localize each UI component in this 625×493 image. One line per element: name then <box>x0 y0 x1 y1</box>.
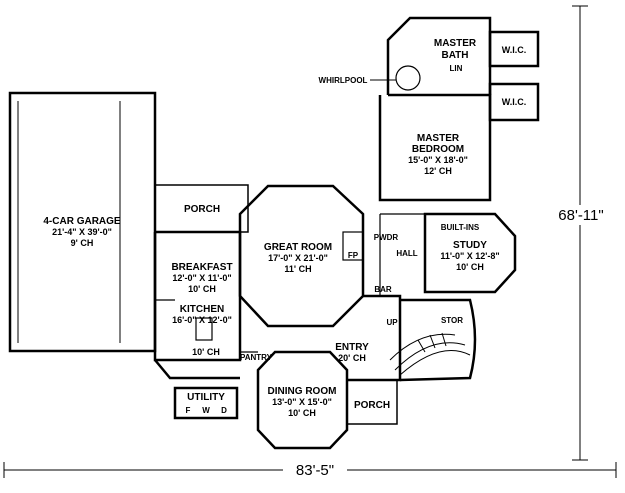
great-room-size: 17'-0" X 21'-0" <box>268 253 328 263</box>
front-porch-walls <box>346 379 398 425</box>
staircase <box>389 332 471 376</box>
breakfast-name: BREAKFAST <box>171 262 232 273</box>
wic-2-walls <box>488 82 540 122</box>
utility-walls <box>173 386 239 420</box>
lin-name: LIN <box>450 64 463 73</box>
garage-name: 4-CAR GARAGE <box>43 216 121 227</box>
kitchen-name: KITCHEN <box>180 304 224 315</box>
wic-2-name: W.I.C. <box>502 97 527 107</box>
wic-1-walls <box>488 30 540 68</box>
fireplace <box>342 231 364 261</box>
dining-size: 13'-0" X 15'-0" <box>272 397 332 407</box>
kitchen-size: 16'-0" X 12'-0" <box>172 315 232 325</box>
entry-name: ENTRY <box>335 342 369 353</box>
rear-porch-name: PORCH <box>184 204 220 215</box>
kitchen-ceiling: 10' CH <box>192 347 220 357</box>
pantry-name: PANTRY <box>240 353 273 362</box>
overall-width: 83'-5" <box>296 462 334 479</box>
great-room-name: GREAT ROOM <box>264 242 332 253</box>
study-name: STUDY <box>453 240 487 251</box>
master-bedroom-ceiling: 12' CH <box>424 166 452 176</box>
study-size: 11'-0" X 12'-8" <box>440 251 499 261</box>
garage-size: 21'-4" X 39'-0" <box>52 227 112 237</box>
master-bedroom-size: 15'-0" X 18'-0" <box>408 155 468 165</box>
fp-name: FP <box>348 251 359 260</box>
breakfast-size: 12'-0" X 11'-0" <box>172 273 231 283</box>
whirlpool-tub <box>395 65 421 91</box>
bar-name: BAR <box>374 285 392 294</box>
master-bedroom-name-2: BEDROOM <box>412 144 464 155</box>
dining-room-walls <box>256 350 349 450</box>
stair-tower-walls <box>399 298 477 382</box>
wic-1-name: W.I.C. <box>502 45 527 55</box>
master-bath-name: MASTER <box>434 38 477 49</box>
pwdr-name: PWDR <box>374 233 399 242</box>
kitchen-walls <box>153 230 242 362</box>
great-room-ceiling: 11' CH <box>284 264 311 274</box>
master-bath-name-2: BATH <box>441 50 468 61</box>
study-walls <box>423 212 517 294</box>
master-bedroom-name: MASTER <box>417 133 460 144</box>
hall-name: HALL <box>396 249 417 258</box>
utility-appliance-d: D <box>221 406 227 415</box>
utility-appliance-w: W <box>202 406 210 415</box>
whirlpool-label: WHIRLPOOL <box>319 76 368 85</box>
kitchen-bay-walls <box>154 359 240 380</box>
garage-ceiling: 9' CH <box>71 238 94 248</box>
dining-ceiling: 10' CH <box>288 408 316 418</box>
utility-appliance-f: F <box>186 406 191 415</box>
entry-ceiling: 20' CH <box>338 353 366 363</box>
master-bedroom-walls <box>378 93 492 202</box>
entry-walls <box>347 294 402 382</box>
breakfast-ceiling: 10' CH <box>188 284 216 294</box>
walls <box>8 16 540 450</box>
overall-depth: 68'-11" <box>558 207 603 224</box>
stor-name: STOR <box>441 316 463 325</box>
front-porch-name: PORCH <box>354 400 390 411</box>
partitions <box>155 213 425 353</box>
study-builtins: BUILT-INS <box>441 223 480 232</box>
master-bath-walls <box>386 16 492 95</box>
study-ceiling: 10' CH <box>456 262 484 272</box>
dining-name: DINING ROOM <box>268 386 337 397</box>
garage-walls <box>8 91 157 353</box>
kitchen-island <box>195 317 213 341</box>
utility-name: UTILITY <box>187 392 225 403</box>
up-label: UP <box>386 318 398 327</box>
